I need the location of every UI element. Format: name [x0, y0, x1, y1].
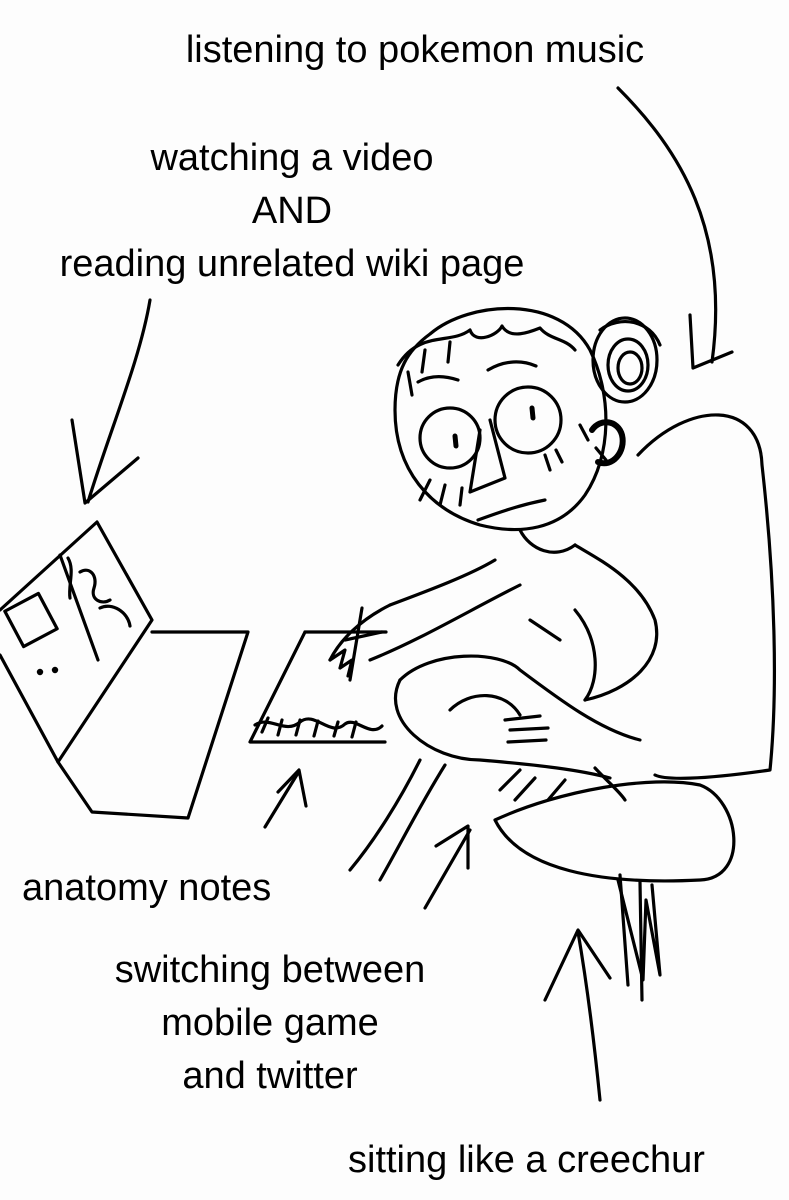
annotation-video: watching a video AND reading unrelated w…: [0, 132, 584, 291]
annotation-video-line-1: watching a video: [150, 137, 434, 179]
annotation-phone: switching between mobile game and twitte…: [40, 944, 500, 1103]
laptop-icon: [0, 520, 250, 820]
annotation-phone-line-1: switching between: [114, 949, 426, 991]
arrow-to-chair-legs: [543, 928, 612, 1102]
annotation-video-line-3: reading unrelated wiki page: [59, 243, 525, 285]
notebook-icon: [248, 630, 388, 744]
headphones-icon: [591, 316, 662, 404]
annotation-phone-line-3: and twitter: [182, 1055, 358, 1097]
person-sketch: [328, 306, 662, 882]
annotation-sitting: sitting like a creechur: [348, 1139, 705, 1181]
arrow-to-notebook: [263, 768, 308, 829]
arrow-to-laptop: [70, 298, 152, 505]
chair-icon: [493, 413, 777, 1002]
arrow-to-phone: [423, 824, 472, 910]
annotation-video-line-2: AND: [251, 190, 333, 232]
arrow-to-headphones: [616, 86, 734, 370]
annotation-music: listening to pokemon music: [185, 29, 645, 71]
annotation-phone-line-2: mobile game: [161, 1002, 379, 1044]
annotation-notes: anatomy notes: [22, 867, 272, 909]
